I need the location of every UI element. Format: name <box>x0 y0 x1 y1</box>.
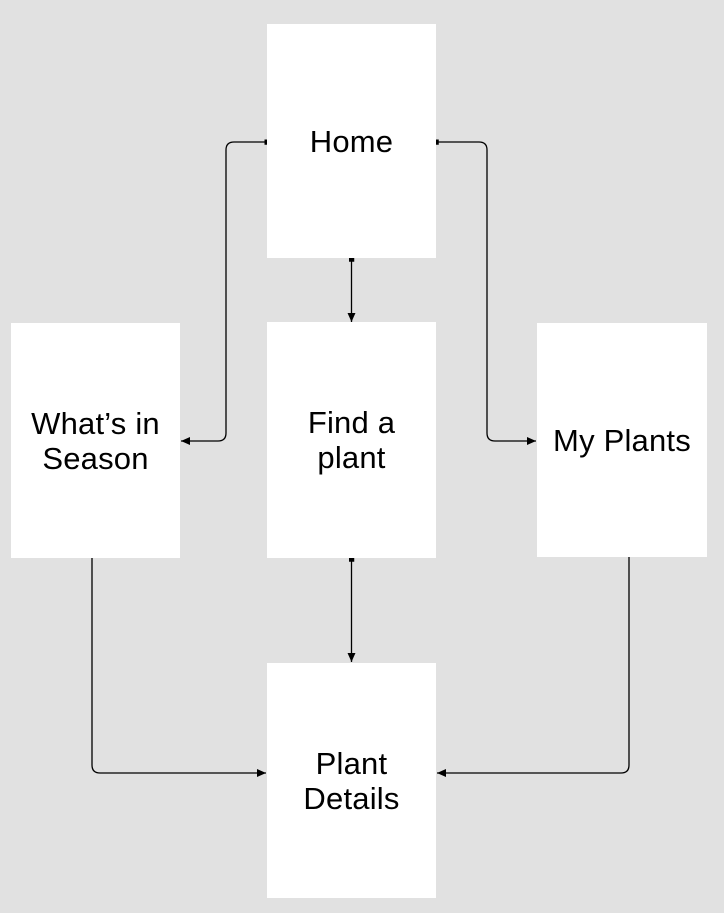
node-home-label: Home <box>309 123 394 159</box>
node-home[interactable]: Home <box>267 24 436 258</box>
node-my-plants-label: My Plants <box>553 422 691 458</box>
node-my-plants[interactable]: My Plants <box>537 323 707 557</box>
node-find-a-plant[interactable]: Find a plant <box>267 322 436 558</box>
node-find-a-plant-label: Find a plant <box>307 405 396 475</box>
edge-home-to-my-plants <box>433 139 536 445</box>
edge-home-to-whats-in-season <box>181 139 270 445</box>
node-whats-in-season[interactable]: What’s in Season <box>11 323 180 558</box>
node-plant-details[interactable]: Plant Details <box>267 663 436 898</box>
node-plant-details-label: Plant Details <box>303 745 400 816</box>
node-whats-in-season-label: What’s in Season <box>31 405 160 476</box>
edge-whats-in-season-to-plant-details <box>91 558 266 777</box>
edge-my-plants-to-plant-details <box>437 557 630 777</box>
